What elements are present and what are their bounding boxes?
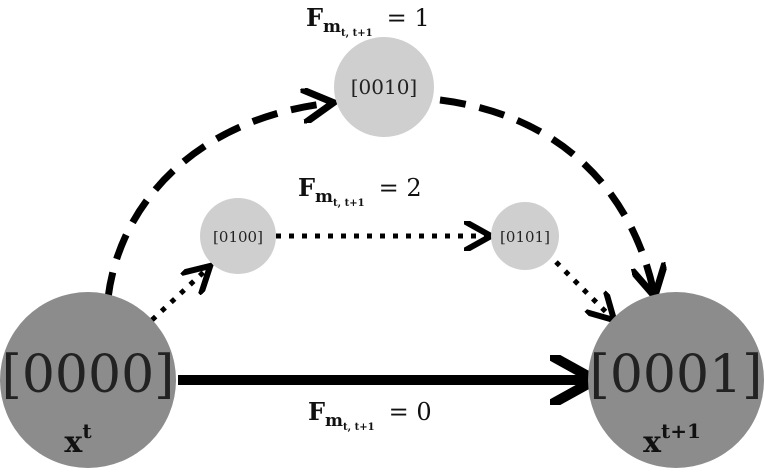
edge-label-bottom: Fmt, t+1= 0 [308,397,432,433]
node-mid-right-circle [491,202,559,270]
node-top-label: [0010] [351,75,418,99]
node-mid-right: [0101] [491,202,559,270]
edge-mid-right-to-end [554,260,612,318]
node-start-label: [0000] [2,345,175,405]
edge-start-to-mid-left [150,268,208,322]
node-end: [0001] xt+1 [588,292,764,468]
edge-label-middle: Fmt, t+1= 2 [298,173,422,209]
node-start-variable: xt [64,419,92,460]
node-mid-left-circle [200,198,276,274]
edge-top-to-end [439,96,654,293]
node-mid-left-label: [0100] [213,228,263,246]
node-start: [0000] xt [0,292,176,468]
node-mid-left: [0100] [200,198,276,274]
edges [104,96,654,380]
node-top: [0010] [334,37,434,137]
node-end-circle [588,292,764,468]
node-start-circle [0,292,176,468]
edge-label-top: Fmt, t+1= 1 [306,3,430,39]
node-top-circle [334,37,434,137]
node-mid-right-label: [0101] [500,228,550,246]
node-end-label: [0001] [590,345,763,405]
node-end-variable: xt+1 [643,419,701,460]
